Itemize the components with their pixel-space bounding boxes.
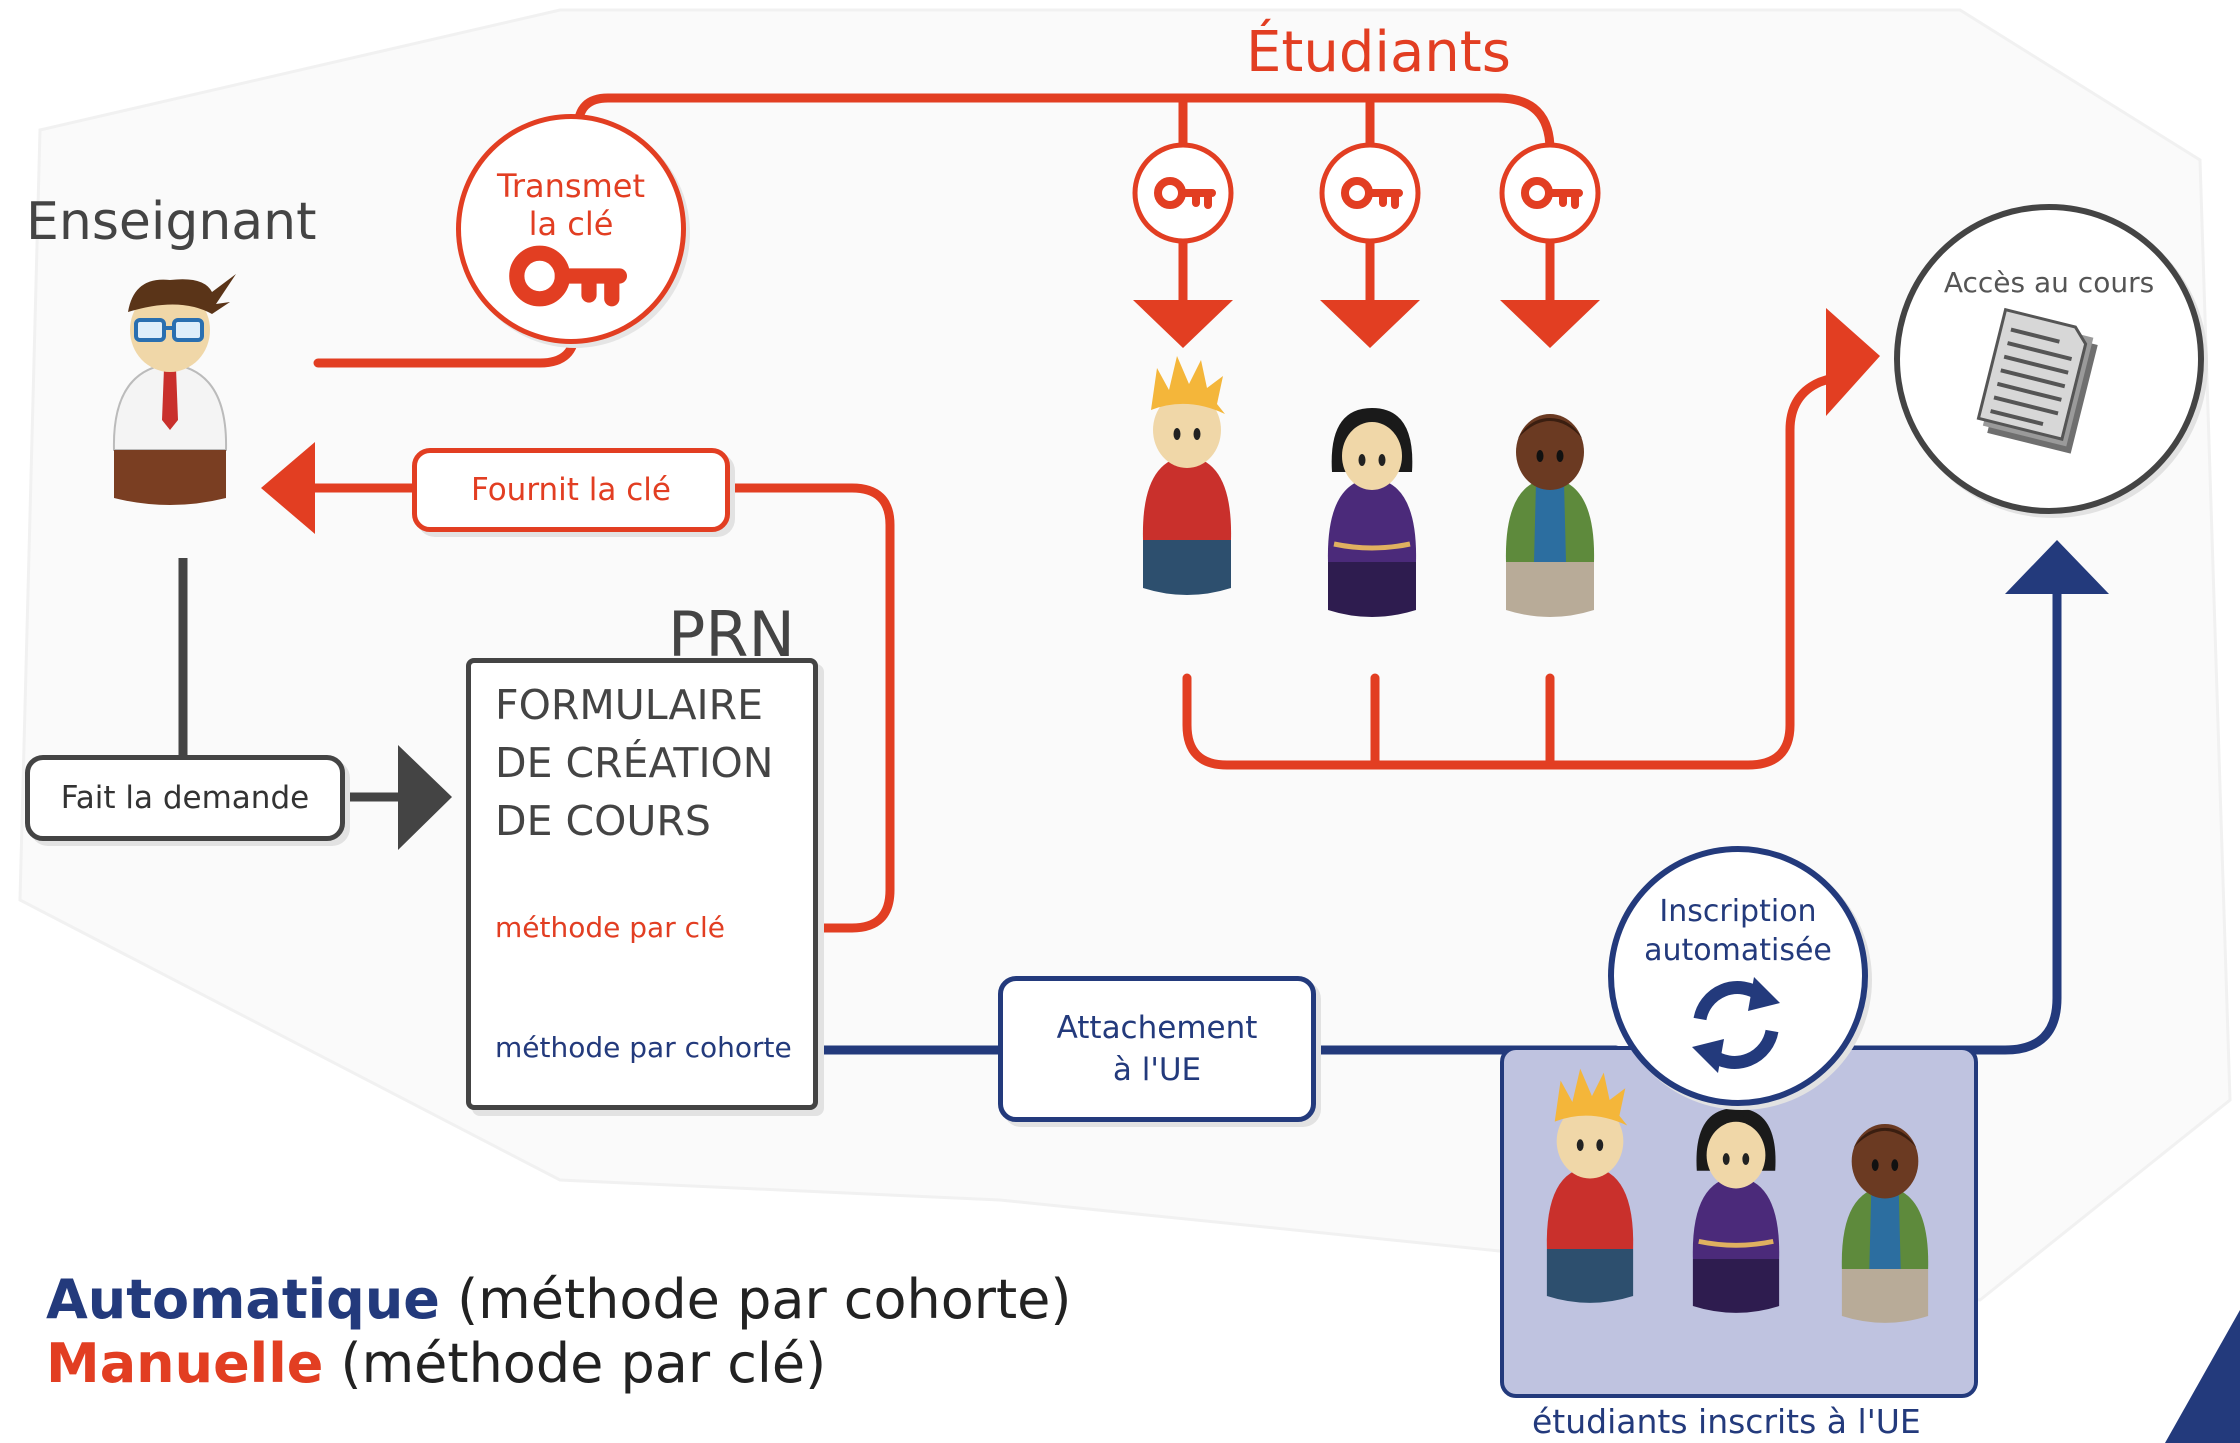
attachment-label-1: Attachement — [1056, 1010, 1258, 1046]
course-access-circle: Accès au cours — [1894, 204, 2204, 514]
legend-manual: Manuelle (méthode par clé) — [46, 1332, 826, 1395]
legend-automatic: Automatique (méthode par cohorte) — [46, 1268, 1071, 1331]
transmit-key-circle: Transmet la clé — [456, 114, 686, 344]
request-box: Fait la demande — [25, 755, 345, 841]
student-icon — [1841, 1123, 1929, 1323]
attachment-box: Attachement à l'UE — [998, 976, 1316, 1122]
request-label: Fait la demande — [60, 780, 310, 816]
manual-arrowheads — [261, 300, 1880, 534]
method-key-label: méthode par clé — [495, 911, 726, 944]
student-icon — [1142, 356, 1232, 595]
key-circle — [1319, 142, 1421, 244]
provide-key-box: Fournit la clé — [412, 448, 730, 532]
auto-enrollment-circle: Inscription automatisée — [1608, 846, 1868, 1106]
teacher-icon — [112, 274, 236, 505]
request-connectors — [178, 558, 400, 802]
form-title-line-3: DE COURS — [495, 797, 711, 845]
student-icon — [1546, 1068, 1634, 1303]
request-arrowhead — [398, 745, 452, 850]
corner-accent — [2165, 1310, 2240, 1443]
cohort-arrowhead — [2005, 540, 2109, 594]
students-title: Étudiants — [1246, 20, 1511, 85]
legend-manual-keyword: Manuelle — [46, 1332, 324, 1395]
course-form-box: FORMULAIRE DE CRÉATION DE COURS méthode … — [466, 658, 818, 1110]
transmit-key-label-2: la clé — [528, 205, 614, 243]
student-icon — [1328, 408, 1416, 617]
legend-manual-detail: (méthode par clé) — [340, 1332, 827, 1395]
course-access-label: Accès au cours — [1943, 266, 2155, 299]
auto-enrollment-label-1: Inscription — [1659, 894, 1817, 929]
attachment-label-2: à l'UE — [1112, 1052, 1202, 1088]
legend-automatic-detail: (méthode par cohorte) — [457, 1268, 1072, 1331]
enrolled-caption: étudiants inscrits à l'UE — [1532, 1402, 1921, 1441]
teacher-title: Enseignant — [26, 192, 317, 252]
method-cohort-label: méthode par cohorte — [495, 1031, 792, 1064]
form-title-line-1: FORMULAIRE — [495, 681, 764, 729]
student-icon — [1505, 414, 1595, 617]
provide-key-label: Fournit la clé — [470, 472, 671, 508]
manual-connectors — [295, 93, 1843, 933]
form-title-line-2: DE CRÉATION — [495, 739, 774, 787]
key-circle — [1499, 142, 1601, 244]
key-circle — [1132, 142, 1234, 244]
auto-enrollment-label-2: automatisée — [1644, 933, 1832, 968]
legend-automatic-keyword: Automatique — [46, 1268, 440, 1331]
student-icon — [1693, 1108, 1779, 1313]
transmit-key-label-1: Transmet — [497, 167, 645, 205]
